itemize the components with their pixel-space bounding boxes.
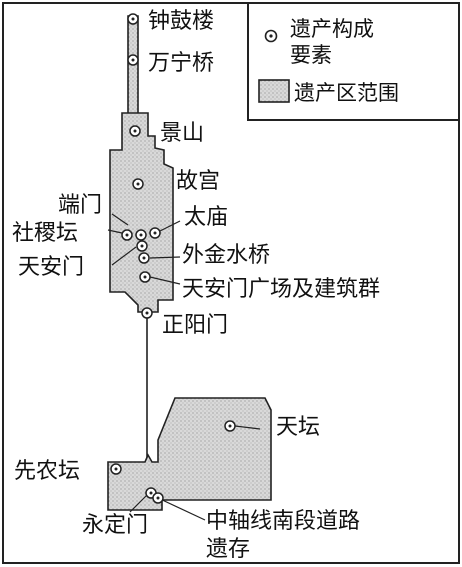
marker-xiannongtan[interactable] [110, 463, 122, 475]
label-tiananmen: 天安门 [18, 255, 84, 280]
leader-nanduan [157, 497, 206, 521]
leader-lines [107, 213, 261, 521]
label-waijinshuiqiao: 外金水桥 [182, 243, 270, 268]
marker-zhonggulou[interactable] [127, 13, 139, 25]
marker-taimiao[interactable] [149, 227, 161, 239]
marker-waijinshuiqiao[interactable] [138, 252, 150, 264]
label-guangchang: 天安门广场及建筑群 [182, 277, 380, 302]
zone-south [107, 397, 272, 511]
label-taimiao: 太庙 [184, 205, 228, 230]
label-tiantan: 天坛 [276, 415, 320, 440]
label-nanduan-line1: 中轴线南段道路 [206, 509, 360, 534]
zone-main [109, 112, 174, 313]
legend: 遗产构成 要素 遗产区范围 [247, 2, 460, 121]
label-xiannongtan: 先农坛 [14, 459, 80, 484]
marker-jingshan[interactable] [129, 125, 141, 137]
marker-nanduan[interactable] [152, 492, 164, 504]
leader-tiananmen [111, 246, 137, 266]
leader-duanmen [111, 213, 129, 226]
marker-tiantan[interactable] [224, 420, 236, 432]
legend-zone-label: 遗产区范围 [294, 81, 399, 105]
leader-taimiao [159, 220, 181, 232]
circle-dot-icon [264, 29, 278, 43]
marker-shejitan[interactable] [121, 229, 133, 241]
leader-shejitan [107, 229, 123, 234]
label-duanmen: 端门 [58, 193, 102, 218]
label-zhengyangmen: 正阳门 [162, 313, 228, 338]
label-jingshan: 景山 [160, 121, 204, 146]
legend-element-label-line2: 要素 [290, 43, 332, 67]
leader-guangchang [149, 276, 181, 285]
label-wanningqiao: 万宁桥 [148, 51, 214, 76]
marker-wanningqiao[interactable] [127, 54, 139, 66]
leader-yongdingmen [129, 493, 149, 513]
marker-duanmen[interactable] [135, 229, 147, 241]
zone-north-strip [127, 15, 139, 117]
leader-tiantan [234, 425, 261, 430]
label-gugong: 故宫 [176, 169, 220, 194]
leader-waijinshuiqiao [149, 256, 181, 259]
label-shejitan: 社稷坛 [12, 221, 78, 246]
marker-guangchang[interactable] [139, 271, 151, 283]
marker-tiananmen[interactable] [136, 240, 148, 252]
stippled-rect-icon [258, 79, 290, 103]
label-zhonggulou: 钟鼓楼 [148, 9, 214, 34]
marker-gugong[interactable] [132, 178, 144, 190]
label-yongdingmen: 永定门 [82, 513, 148, 538]
label-nanduan-line2: 遗存 [206, 537, 250, 562]
marker-zhengyangmen[interactable] [141, 307, 153, 319]
legend-element-label-line1: 遗产构成 [290, 17, 374, 41]
